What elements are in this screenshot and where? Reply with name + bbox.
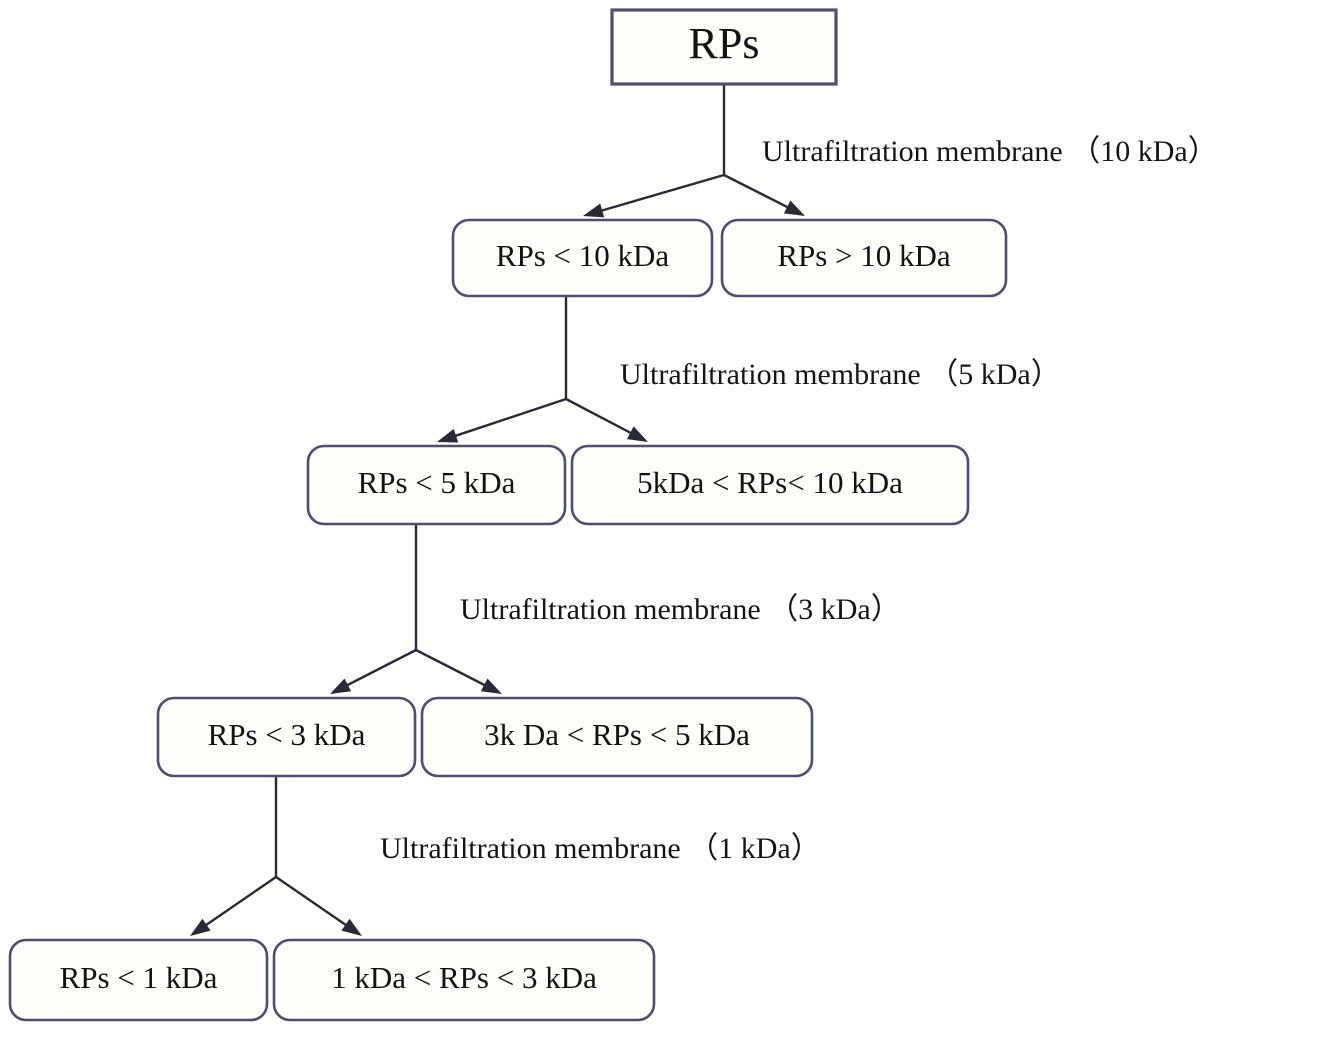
node-lt10[interactable]: RPs < 10 kDa	[451, 218, 714, 298]
node-label-lt5: RPs < 5 kDa	[358, 465, 516, 500]
node-box-r3to5	[420, 696, 814, 778]
node-label-r5to10: 5kDa < RPs< 10 kDa	[637, 465, 903, 500]
arrow-head-left	[190, 918, 211, 936]
node-label-gt10: RPs > 10 kDa	[777, 238, 951, 273]
node-label-lt3: RPs < 3 kDa	[208, 717, 366, 752]
connector-layer	[190, 84, 805, 936]
node-box-lt1	[8, 938, 269, 1022]
connector-branch-right	[723, 173, 794, 211]
node-box-r5to10	[570, 444, 970, 526]
node-lt3[interactable]: RPs < 3 kDa	[156, 696, 417, 778]
node-r1to3[interactable]: 1 kDa < RPs < 3 kDa	[272, 938, 656, 1022]
connector-branch-left	[200, 876, 277, 930]
node-box-lt3	[156, 696, 417, 778]
node-label-r1to3: 1 kDa < RPs < 3 kDa	[331, 960, 597, 995]
edge-label-uf10: Ultrafiltration membrane （10 kDa）	[762, 135, 1218, 168]
edge-label-uf3: Ultrafiltration membrane （3 kDa）	[460, 593, 901, 626]
arrow-head-right	[626, 426, 648, 442]
connector-branch-left	[341, 648, 417, 689]
node-box-lt5	[306, 444, 567, 526]
split-connector	[190, 776, 362, 936]
arrow-head-left	[437, 428, 459, 443]
node-box-lt10	[451, 218, 714, 298]
node-box-r1to3	[272, 938, 656, 1022]
node-r3to5[interactable]: 3k Da < RPs < 5 kDa	[420, 696, 814, 778]
connector-branch-right	[565, 397, 637, 437]
split-connector	[583, 84, 805, 218]
arrow-head-right	[480, 678, 502, 694]
edge-label-uf1: Ultrafiltration membrane （1 kDa）	[380, 832, 821, 865]
split-connector	[437, 296, 648, 443]
node-gt10[interactable]: RPs > 10 kDa	[720, 218, 1008, 298]
node-r5to10[interactable]: 5kDa < RPs< 10 kDa	[570, 444, 970, 526]
split-connector	[330, 524, 502, 694]
arrow-head-right	[783, 200, 805, 216]
connector-branch-right	[275, 876, 352, 930]
node-label-r3to5: 3k Da < RPs < 5 kDa	[484, 717, 750, 752]
node-lt5[interactable]: RPs < 5 kDa	[306, 444, 567, 526]
connector-branch-right	[415, 648, 491, 689]
node-label-root: RPs	[689, 19, 760, 68]
node-label-lt10: RPs < 10 kDa	[496, 238, 670, 273]
edge-label-uf5: Ultrafiltration membrane （5 kDa）	[620, 358, 1061, 391]
node-box-root	[610, 8, 838, 86]
node-root[interactable]: RPs	[610, 8, 838, 86]
arrow-head-left	[583, 203, 605, 218]
arrow-head-left	[330, 678, 352, 694]
connector-branch-left	[449, 397, 567, 439]
connector-branch-left	[596, 173, 725, 214]
edge-label-layer: Ultrafiltration membrane （10 kDa） Ultrafi…	[380, 135, 1218, 865]
node-lt1[interactable]: RPs < 1 kDa	[8, 938, 269, 1022]
node-box-gt10	[720, 218, 1008, 298]
node-label-lt1: RPs < 1 kDa	[60, 960, 218, 995]
arrow-head-right	[341, 918, 362, 936]
